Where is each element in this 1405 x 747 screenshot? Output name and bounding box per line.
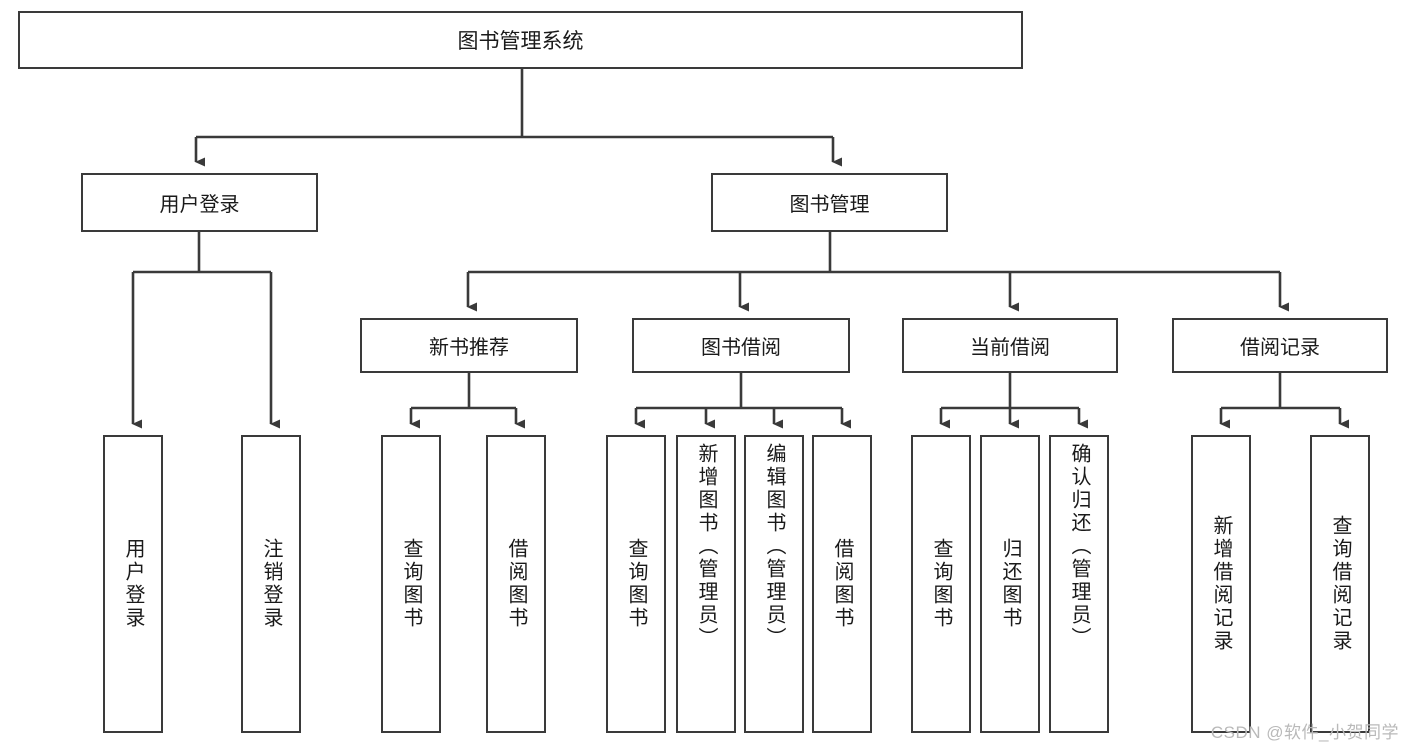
leaf-edit-book[interactable]: 编辑图书（管理员） [744, 435, 804, 733]
node-root-label: 图书管理系统 [457, 30, 584, 53]
leaf-borrow-book-1[interactable]: 借阅图书 [486, 435, 546, 733]
node-new-book-recommend-label: 新书推荐 [429, 337, 509, 359]
node-root[interactable]: 图书管理系统 [18, 11, 1023, 69]
leaf-logout-login-label: 注销登录 [260, 538, 282, 630]
node-current-borrow-label: 当前借阅 [970, 337, 1050, 359]
leaf-borrow-book-2-label: 借阅图书 [831, 538, 853, 630]
leaf-query-book-2-label: 查询图书 [625, 538, 647, 630]
leaf-return-book-label: 归还图书 [999, 538, 1021, 630]
node-book-manage[interactable]: 图书管理 [711, 173, 948, 232]
node-user-login-label: 用户登录 [159, 194, 240, 216]
node-user-login[interactable]: 用户登录 [81, 173, 318, 232]
leaf-add-record[interactable]: 新增借阅记录 [1191, 435, 1251, 733]
leaf-query-book-2[interactable]: 查询图书 [606, 435, 666, 733]
leaf-query-book-3-label: 查询图书 [930, 538, 952, 630]
node-new-book-recommend[interactable]: 新书推荐 [360, 318, 578, 373]
leaf-query-record-label: 查询借阅记录 [1329, 515, 1351, 653]
leaf-user-login[interactable]: 用户登录 [103, 435, 163, 733]
leaf-edit-book-label: 编辑图书（管理员） [763, 443, 785, 650]
csdn-watermark: CSDN @软件_小贺同学 [1210, 723, 1399, 742]
leaf-query-book-1-label: 查询图书 [400, 538, 422, 630]
node-borrow-record[interactable]: 借阅记录 [1172, 318, 1388, 373]
leaf-add-record-label: 新增借阅记录 [1210, 515, 1232, 653]
leaf-confirm-return[interactable]: 确认归还（管理员） [1049, 435, 1109, 733]
leaf-logout-login[interactable]: 注销登录 [241, 435, 301, 733]
leaf-borrow-book-2[interactable]: 借阅图书 [812, 435, 872, 733]
node-book-manage-label: 图书管理 [789, 194, 870, 216]
node-book-borrow-label: 图书借阅 [701, 337, 781, 359]
node-current-borrow[interactable]: 当前借阅 [902, 318, 1118, 373]
leaf-user-login-label: 用户登录 [122, 538, 144, 630]
leaf-confirm-return-label: 确认归还（管理员） [1068, 443, 1090, 650]
leaf-query-book-3[interactable]: 查询图书 [911, 435, 971, 733]
node-book-borrow[interactable]: 图书借阅 [632, 318, 850, 373]
leaf-return-book[interactable]: 归还图书 [980, 435, 1040, 733]
leaf-add-book-label: 新增图书（管理员） [695, 443, 717, 650]
leaf-query-record[interactable]: 查询借阅记录 [1310, 435, 1370, 733]
leaf-query-book-1[interactable]: 查询图书 [381, 435, 441, 733]
leaf-borrow-book-1-label: 借阅图书 [505, 538, 527, 630]
node-borrow-record-label: 借阅记录 [1240, 337, 1320, 359]
leaf-add-book[interactable]: 新增图书（管理员） [676, 435, 736, 733]
